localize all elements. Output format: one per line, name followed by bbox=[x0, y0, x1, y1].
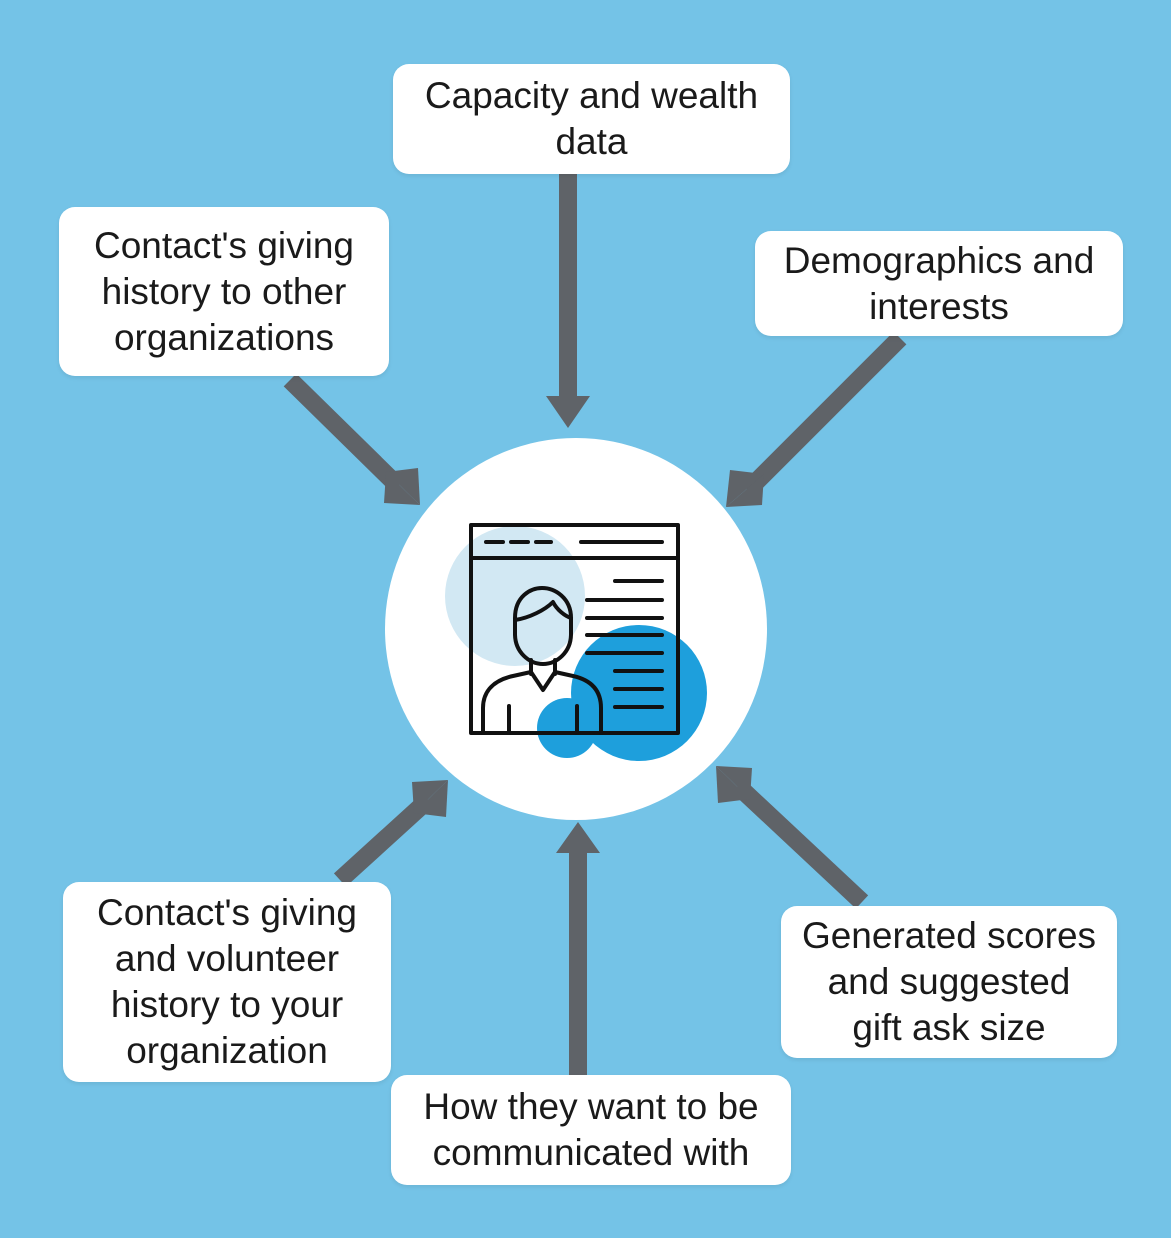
arrow-from-bottom-left bbox=[333, 780, 448, 887]
arrow-from-top-right bbox=[726, 331, 907, 507]
arrow-from-bottom bbox=[556, 822, 600, 1075]
arrow-from-top bbox=[546, 174, 590, 428]
arrow-from-top-left bbox=[283, 373, 420, 505]
node-capacity-wealth-data: Capacity and wealth data bbox=[393, 64, 790, 174]
arrow-from-bottom-right bbox=[716, 766, 869, 909]
node-giving-volunteer-history-your-org: Contact's giving and volunteer history t… bbox=[63, 882, 391, 1082]
node-giving-history-other-orgs: Contact's giving history to other organi… bbox=[59, 207, 389, 376]
node-demographics-interests: Demographics and interests bbox=[755, 231, 1123, 336]
node-generated-scores-gift-ask: Generated scores and suggested gift ask … bbox=[781, 906, 1117, 1058]
contact-profile-icon bbox=[445, 523, 707, 761]
node-communication-preferences: How they want to be communicated with bbox=[391, 1075, 791, 1185]
center-circle bbox=[385, 438, 767, 820]
